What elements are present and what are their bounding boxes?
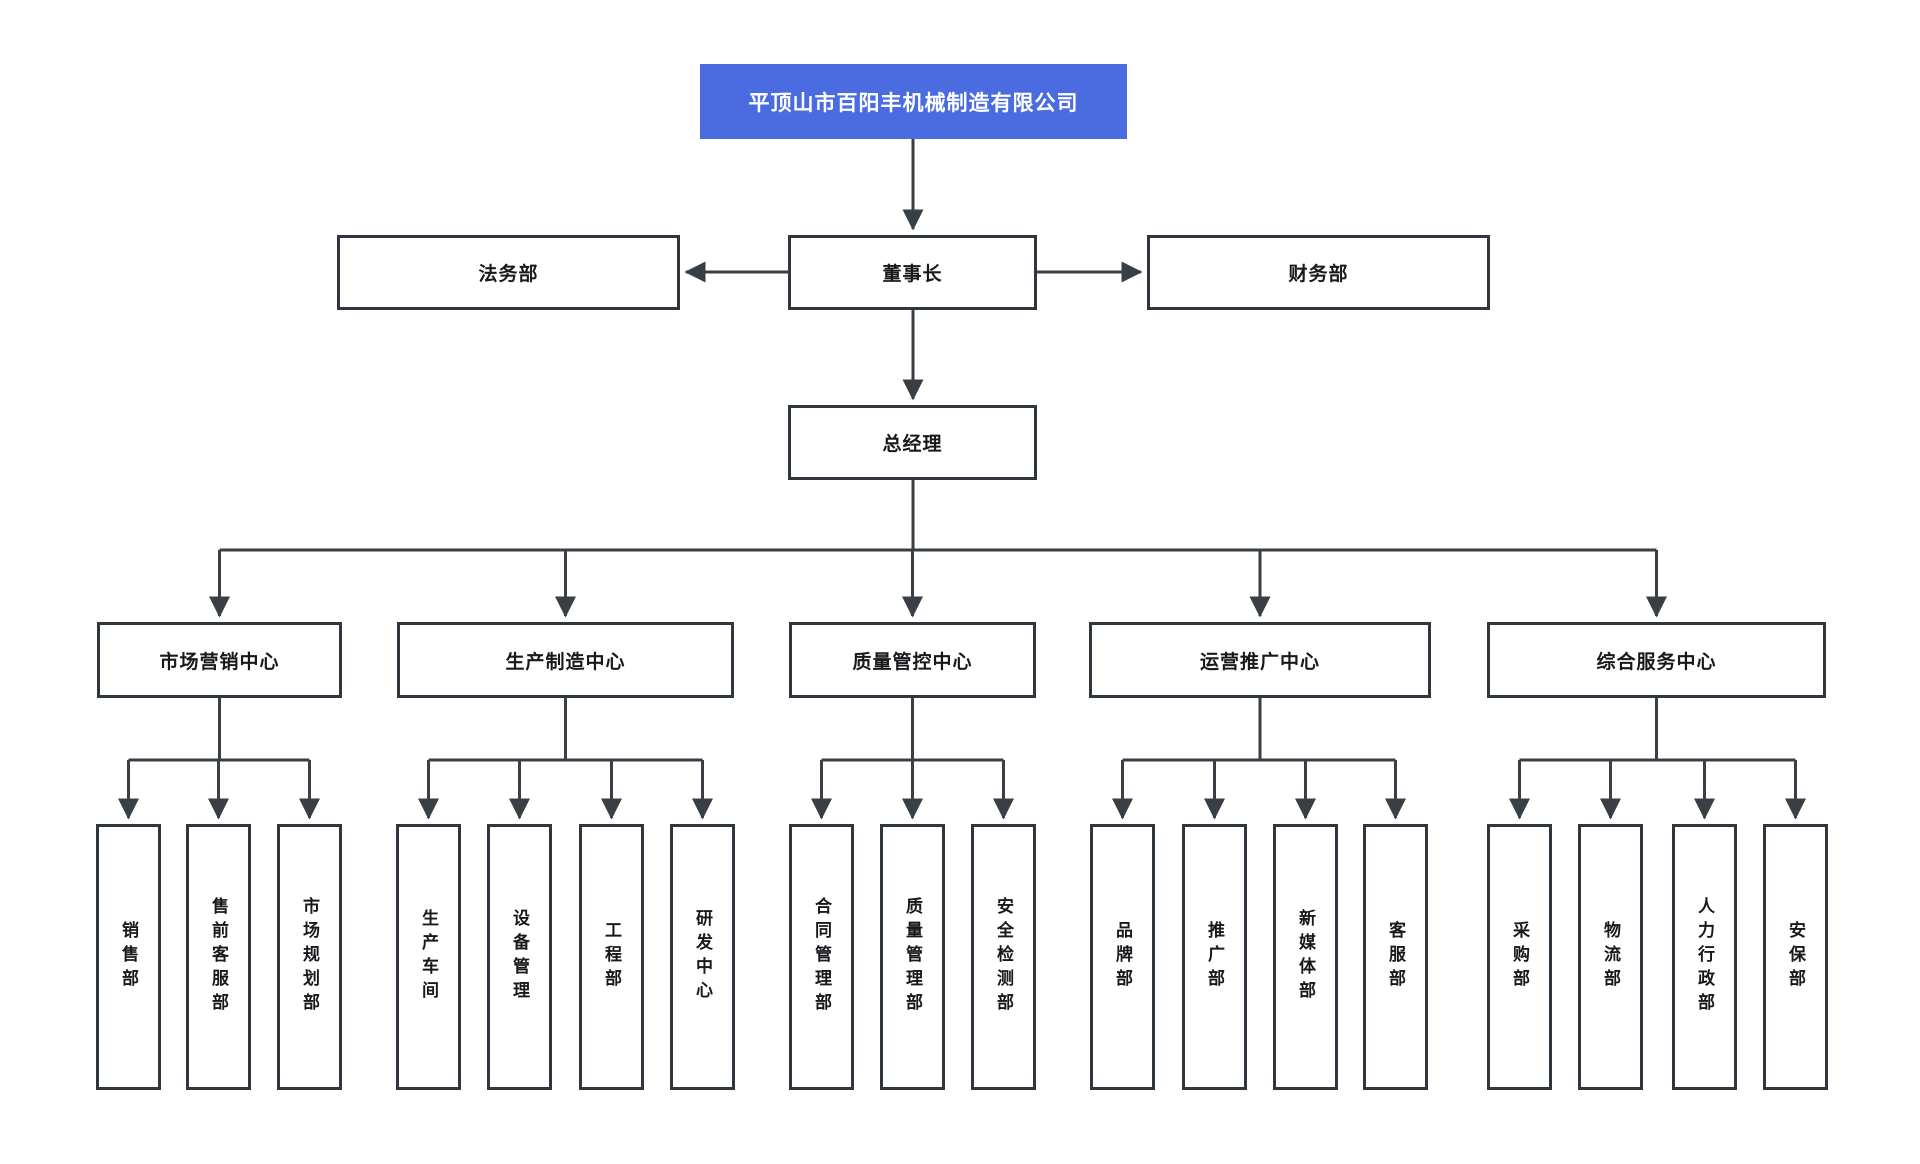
dept-node-engineering[interactable]: 工程部: [579, 824, 644, 1090]
general-manager-node[interactable]: 总经理: [788, 405, 1037, 480]
dept-node-workshop[interactable]: 生产车间: [396, 824, 461, 1090]
center-node-operations[interactable]: 运营推广中心: [1089, 622, 1431, 698]
dept-label-engineering: 工程部: [602, 921, 621, 993]
finance-dept-label: 财务部: [1288, 264, 1349, 285]
center-label-quality: 质量管控中心: [852, 651, 973, 673]
dept-node-promotion[interactable]: 推广部: [1182, 824, 1247, 1090]
center-label-production: 生产制造中心: [505, 651, 626, 673]
dept-label-security: 安保部: [1786, 921, 1805, 993]
legal-dept-node[interactable]: 法务部: [337, 235, 680, 310]
dept-node-presales-service[interactable]: 售前客服部: [186, 824, 251, 1090]
center-label-operations: 运营推广中心: [1199, 651, 1320, 673]
dept-label-brand: 品牌部: [1113, 921, 1132, 993]
dept-node-contract[interactable]: 合同管理部: [789, 824, 854, 1090]
center-node-services[interactable]: 综合服务中心: [1487, 622, 1826, 698]
finance-dept-node[interactable]: 财务部: [1147, 235, 1490, 310]
dept-node-brand[interactable]: 品牌部: [1090, 824, 1155, 1090]
dept-node-market-planning[interactable]: 市场规划部: [277, 824, 342, 1090]
dept-node-hr-admin[interactable]: 人力行政部: [1672, 824, 1737, 1090]
dept-node-safety-testing[interactable]: 安全检测部: [971, 824, 1036, 1090]
dept-label-hr-admin: 人力行政部: [1695, 897, 1714, 1017]
dept-label-workshop: 生产车间: [419, 909, 438, 1005]
chairman-node[interactable]: 董事长: [788, 235, 1037, 310]
center-label-services: 综合服务中心: [1596, 651, 1717, 673]
dept-label-equipment: 设备管理: [510, 909, 529, 1005]
dept-label-rnd: 研发中心: [693, 909, 712, 1005]
dept-node-equipment[interactable]: 设备管理: [487, 824, 552, 1090]
center-node-marketing[interactable]: 市场营销中心: [97, 622, 342, 698]
general-manager-label: 总经理: [882, 434, 943, 455]
chairman-label: 董事长: [882, 264, 943, 285]
dept-label-quality-mgmt: 质量管理部: [903, 897, 922, 1017]
dept-label-purchasing: 采购部: [1510, 921, 1529, 993]
dept-node-quality-mgmt[interactable]: 质量管理部: [880, 824, 945, 1090]
dept-label-logistics: 物流部: [1601, 921, 1620, 993]
dept-label-promotion: 推广部: [1205, 921, 1224, 993]
center-label-marketing: 市场营销中心: [159, 651, 280, 673]
dept-node-rnd[interactable]: 研发中心: [670, 824, 735, 1090]
dept-label-safety-testing: 安全检测部: [994, 897, 1013, 1017]
legal-dept-label: 法务部: [478, 264, 539, 285]
company-name-label: 平顶山市百阳丰机械制造有限公司: [748, 91, 1079, 115]
dept-label-customer-service: 客服部: [1386, 921, 1405, 993]
dept-node-purchasing[interactable]: 采购部: [1487, 824, 1552, 1090]
dept-label-presales-service: 售前客服部: [209, 897, 228, 1017]
dept-node-logistics[interactable]: 物流部: [1578, 824, 1643, 1090]
dept-label-sales: 销售部: [119, 921, 138, 993]
company-root-node[interactable]: 平顶山市百阳丰机械制造有限公司: [700, 64, 1127, 139]
dept-label-new-media: 新媒体部: [1296, 909, 1315, 1005]
center-node-production[interactable]: 生产制造中心: [397, 622, 734, 698]
center-node-quality[interactable]: 质量管控中心: [789, 622, 1036, 698]
dept-label-contract: 合同管理部: [812, 897, 831, 1017]
dept-node-sales[interactable]: 销售部: [96, 824, 161, 1090]
dept-label-market-planning: 市场规划部: [300, 897, 319, 1017]
dept-node-security[interactable]: 安保部: [1763, 824, 1828, 1090]
dept-node-customer-service[interactable]: 客服部: [1363, 824, 1428, 1090]
dept-node-new-media[interactable]: 新媒体部: [1273, 824, 1338, 1090]
